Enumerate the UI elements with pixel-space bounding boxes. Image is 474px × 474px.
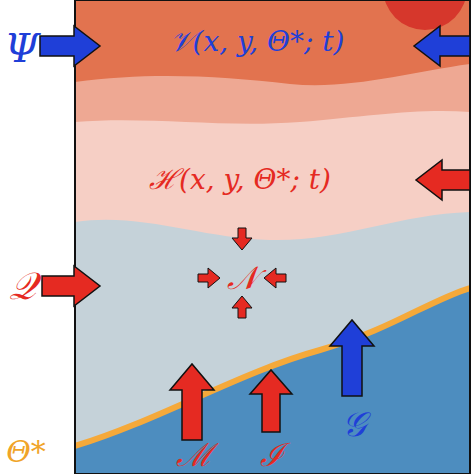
field-label: ℋ(x, y, Θ*; t) xyxy=(149,166,331,194)
flux-symbol: Ψ xyxy=(4,28,39,68)
flux-arrow xyxy=(414,26,470,66)
flux-arrow xyxy=(170,364,214,440)
flux-symbol: 𝒢 xyxy=(342,407,366,441)
flux-symbol: 𝒩 xyxy=(227,262,258,294)
flux-symbol: 𝒬 xyxy=(9,267,36,305)
flux-arrow xyxy=(416,160,470,200)
flux-arrow xyxy=(250,370,292,432)
grey-layer xyxy=(75,212,470,474)
flux-arrow xyxy=(330,320,374,396)
pink-layer xyxy=(75,111,470,474)
flux-arrow xyxy=(42,266,100,306)
mixing-arrow xyxy=(232,228,252,250)
salmon-layer xyxy=(75,64,470,474)
density-symbol: Θ* xyxy=(6,437,46,467)
mixing-arrow xyxy=(264,268,286,288)
deep-layer xyxy=(75,288,470,474)
mixing-arrow xyxy=(232,296,252,318)
flux-symbol: ℐ xyxy=(260,439,284,471)
top-layer xyxy=(75,0,470,474)
flux-arrow xyxy=(40,26,100,66)
mixing-arrow xyxy=(198,268,220,288)
box-outline xyxy=(75,0,470,474)
isopycnal-line xyxy=(75,288,470,446)
warm-blob xyxy=(383,0,467,30)
field-label: 𝒱(x, y, Θ*; t) xyxy=(170,28,345,56)
flux-symbol: ℳ xyxy=(176,439,213,471)
